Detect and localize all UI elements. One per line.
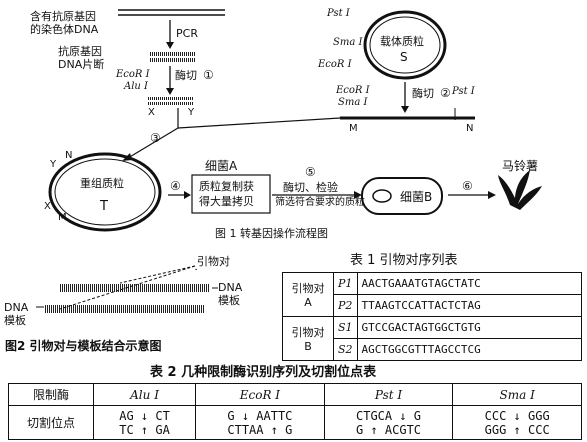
primer-pointer-b: [59, 265, 196, 310]
header-enzyme: 限制酶: [8, 383, 94, 406]
alui-label-1: Alu Ⅰ: [124, 81, 148, 92]
vector-plasmid-label: 载体质粒: [380, 35, 424, 48]
header-ecori: EcoR Ⅰ: [195, 383, 325, 406]
fragment-end-x: X: [148, 107, 155, 118]
ecori-label-3: EcoR Ⅰ: [336, 85, 370, 96]
primer-pair-label: 引物对: [197, 255, 230, 268]
fragment-end-y: Y: [188, 107, 195, 118]
primer-name: P1: [333, 272, 358, 295]
recombinant-plasmid-t: T: [100, 199, 108, 214]
step4-arrowhead: [184, 191, 191, 199]
ecori-label-1: EcoR Ⅰ: [116, 69, 150, 80]
step5-marker: ⑤: [305, 165, 316, 179]
header-alui: Alu Ⅰ: [92, 383, 197, 406]
ring-m: M: [58, 212, 67, 223]
header-psti: Pst Ⅰ: [323, 383, 454, 406]
restriction-enzyme-table: 限制酶 Alu Ⅰ EcoR Ⅰ Pst Ⅰ Sma Ⅰ 切割位点 AG ↓ C…: [8, 383, 582, 440]
primer-pointer-a: [119, 265, 196, 284]
recombinant-plasmid-ring: [48, 152, 162, 232]
smai-label-1: Sma Ⅰ: [333, 37, 363, 48]
plasmid-in-bacterium: [372, 189, 392, 203]
step5-arrowhead: [354, 191, 362, 199]
table-row: S2 AGCTGGCGTTTAGCCTCG: [283, 338, 583, 361]
bacteria-b-label: 细菌B: [400, 190, 433, 204]
step3-marker: ③: [150, 131, 161, 145]
copy-box: [191, 174, 271, 214]
cut-site-label: 切割位点: [8, 405, 94, 440]
antigen-fragment-top: [150, 52, 195, 56]
flow-diagram-svg: [48, 9, 542, 270]
primer-seq: AGCTGGCGTTTAGCCTCG: [356, 338, 583, 361]
step6-arrowhead: [488, 191, 496, 199]
cut1-label: 酶切: [175, 69, 197, 82]
antigen-fragment-bottom: [150, 58, 195, 62]
cut2-arrowhead: [401, 106, 409, 113]
mn-to-merge-line: [177, 117, 341, 129]
vector-end-m: M: [349, 123, 358, 134]
step4-marker: ④: [170, 179, 181, 193]
ring-y: Y: [50, 159, 57, 170]
figure2-caption: 图2 引物对与模板结合示意图: [5, 339, 162, 353]
ecori-label-2: EcoR Ⅰ: [318, 59, 352, 70]
fragment-label: 抗原基因 DNA片断: [58, 45, 105, 71]
chromosome-label: 含有抗原基因 的染色体DNA: [30, 10, 99, 36]
ring-x: X: [44, 201, 51, 212]
step3-arrow: [127, 127, 179, 159]
table-header-row: 限制酶 Alu Ⅰ EcoR Ⅰ Pst Ⅰ Sma Ⅰ: [8, 383, 582, 406]
bacterium-b-cell: [361, 177, 443, 215]
table1-title: 表 1 引物对序列表: [350, 253, 458, 268]
header-smai: Sma Ⅰ: [452, 383, 582, 406]
pcr-label: PCR: [176, 27, 198, 40]
vector-end-n: N: [466, 123, 474, 134]
cut2-label: 酶切: [412, 87, 434, 100]
vector-plasmid-s: S: [400, 50, 408, 64]
primer-name: S1: [333, 316, 358, 339]
psti-label-1: Pst Ⅰ: [327, 8, 350, 19]
cut-fragment-bottom: [148, 102, 193, 105]
step6-marker: ⑥: [462, 179, 473, 193]
recombinant-plasmid-label: 重组质粒: [80, 177, 124, 190]
dna-template-top: [60, 284, 210, 292]
vector-plasmid-inner: [369, 16, 441, 74]
fig2-pointers: [36, 265, 218, 310]
figure1-caption: 图 1 转基因操作流程图: [215, 227, 328, 240]
select-label: 筛选符合要求的质粒: [275, 197, 365, 208]
step1-marker: ①: [203, 68, 214, 82]
primer-name: P2: [333, 294, 358, 317]
table2-title: 表 2 几种限制酶识别序列及切割位点表: [150, 365, 377, 380]
step2-marker: ②: [440, 86, 451, 100]
potato-plant-icon: [498, 170, 542, 210]
primer-seq: TTAAGTCCATTACTCTAG: [356, 294, 583, 317]
primer-name: S2: [333, 338, 358, 361]
primer-seq: AACTGAAATGTAGCTATC: [356, 272, 583, 295]
vector-plasmid-ring: [363, 10, 447, 80]
primer-seq: GTCCGACTAGTGGCTGTG: [356, 316, 583, 339]
dna-template-label-bottom: DNA 模板: [4, 301, 29, 327]
dna-template-bottom: [45, 305, 205, 313]
copy-box-text: 质粒复制获 得大量拷贝: [199, 180, 254, 208]
dna-template-label-top: DNA 模板: [218, 281, 243, 307]
pcr-arrowhead: [166, 42, 174, 49]
psti-label-2: Pst Ⅰ: [452, 86, 475, 97]
cut-fragment-top: [148, 97, 193, 100]
recombinant-plasmid-inner: [54, 158, 156, 226]
cut-check-label: 酶切、检验: [283, 181, 338, 194]
smai-label-2: Sma Ⅰ: [338, 97, 368, 108]
potato-label: 马铃薯: [502, 159, 539, 173]
cut1-arrowhead: [166, 88, 174, 95]
bacteria-a-label: 细菌A: [205, 159, 238, 173]
ring-n: N: [65, 150, 73, 161]
